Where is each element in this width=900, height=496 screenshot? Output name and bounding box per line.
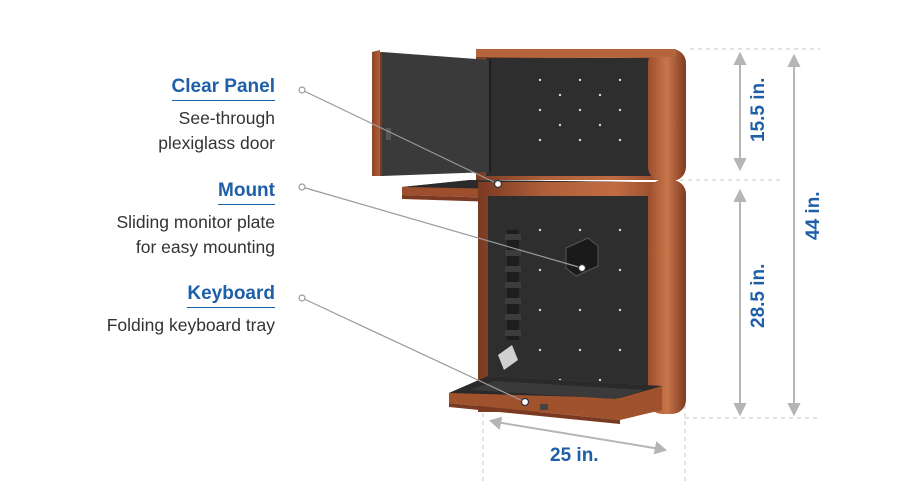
keyboard-desc-line-1: Folding keyboard tray	[106, 315, 275, 335]
dimension-guides	[482, 48, 820, 485]
callout-clear-panel: Clear Panel See-through plexiglass door	[158, 76, 275, 156]
upper-height-label: 15.5 in.	[748, 78, 769, 142]
clear-panel-door	[372, 50, 491, 176]
callout-mount: Mount Sliding monitor plate for easy mou…	[116, 180, 275, 260]
mount-title: Mount	[218, 180, 275, 205]
upper-cabinet	[476, 49, 686, 181]
clear-panel-title: Clear Panel	[171, 76, 275, 101]
leader-dots	[298, 86, 306, 302]
width-label: 25 in.	[550, 445, 599, 466]
dimension-arrows	[488, 51, 801, 455]
target-dots	[493, 179, 587, 407]
lower-height-label: 28.5 in.	[748, 264, 769, 328]
lower-cabinet	[478, 180, 686, 414]
mount-desc-line-2: for easy mounting	[135, 237, 275, 257]
keyboard-tray	[449, 376, 662, 424]
leader-lines	[301, 89, 583, 403]
clear-panel-desc-line-2: plexiglass door	[158, 133, 275, 153]
callout-keyboard: Keyboard Folding keyboard tray	[107, 283, 275, 338]
keyboard-title: Keyboard	[187, 283, 275, 308]
mount-desc-line-1: Sliding monitor plate	[116, 212, 275, 232]
total-height-label: 44 in.	[803, 191, 824, 240]
clear-panel-desc-line-1: See-through	[178, 108, 275, 128]
